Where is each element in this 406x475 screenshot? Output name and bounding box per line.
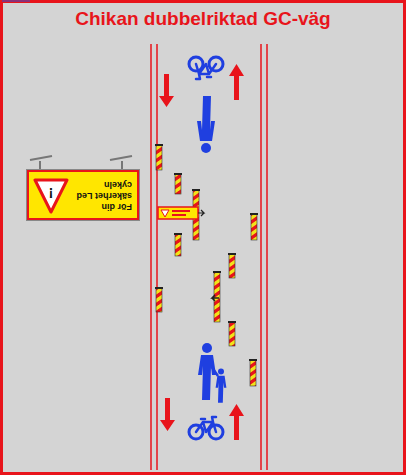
sign-face: För din säkerhet Led cykeln! [29,172,137,218]
warning-sign: För din säkerhet Led cykeln! [27,170,139,220]
exclamation-mark: ! [33,185,69,201]
sign-text: För din säkerhet Led cykeln [76,179,132,212]
warning-triangle: ! [33,176,69,214]
diagram-title: Chikan dubbelriktad GC-väg [0,8,406,30]
